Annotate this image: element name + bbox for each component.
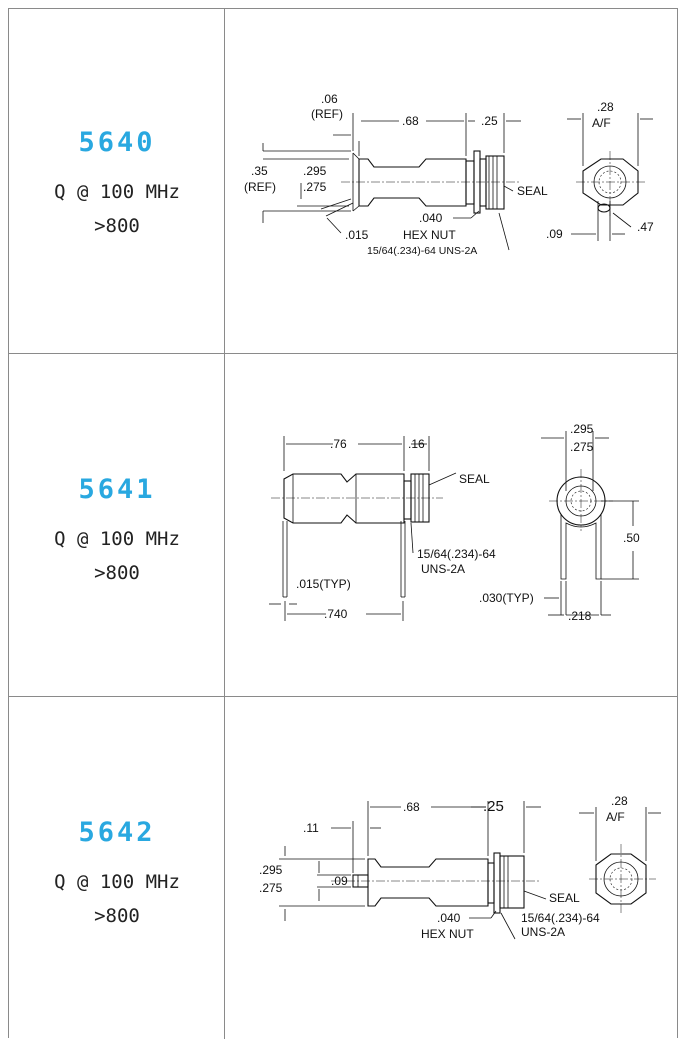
spec-table: 5640 Q @ 100 MHz >800 — [8, 8, 678, 1039]
dim-015typ: .015(TYP) — [296, 577, 351, 591]
drawing-5642: .68 .25 .11 .295 .275 .09 .040 HEX NUT 1… — [259, 794, 661, 941]
drawing-cell: .68 .25 .11 .295 .275 .09 .040 HEX NUT 1… — [225, 697, 677, 1039]
dim-ref1b: (REF) — [311, 107, 343, 121]
dim-09: .09 — [546, 227, 563, 241]
dim-47: .47 — [637, 220, 654, 234]
dim-040: .040 — [419, 211, 443, 225]
drawing-5640: .06 (REF) .68 .25 .35 (REF) .295 .275 .0… — [244, 92, 654, 257]
dim-length: .76 — [330, 437, 347, 451]
dim-030typ: .030(TYP) — [479, 591, 534, 605]
part-number: 5641 — [78, 474, 156, 505]
thread-label-2: UNS-2A — [421, 562, 465, 576]
dim-af-value: .28 — [597, 100, 614, 114]
hex-nut-label: HEX NUT — [421, 927, 474, 941]
table-row: 5640 Q @ 100 MHz >800 — [9, 9, 677, 354]
dim-length2: .16 — [408, 437, 425, 451]
hex-nut-label: HEX NUT — [403, 228, 456, 242]
part-info-cell: 5642 Q @ 100 MHz >800 — [9, 697, 225, 1039]
dim-50: .50 — [623, 531, 640, 545]
drawing-5641: .76 .16 SEAL 15/64(.234)-64 UNS-2A .015(… — [269, 422, 640, 623]
dim-length: .68 — [403, 800, 420, 814]
q-label: Q @ 100 MHz — [54, 528, 180, 550]
dim-35b: (REF) — [244, 180, 276, 194]
q-value: >800 — [94, 905, 140, 927]
table-row: 5642 Q @ 100 MHz >800 — [9, 697, 677, 1039]
dim-af-value: .28 — [611, 794, 628, 808]
table-row: 5641 Q @ 100 MHz >800 — [9, 354, 677, 697]
part-info-cell: 5640 Q @ 100 MHz >800 — [9, 9, 225, 353]
dim-740: .740 — [324, 607, 348, 621]
q-label: Q @ 100 MHz — [54, 871, 180, 893]
q-value: >800 — [94, 215, 140, 237]
seal-label: SEAL — [517, 184, 548, 198]
dim-295: .295 — [570, 422, 594, 436]
dim-11: .11 — [303, 821, 319, 835]
drawing-cell: .06 (REF) .68 .25 .35 (REF) .295 .275 .0… — [225, 9, 677, 353]
seal-label: SEAL — [549, 891, 580, 905]
dim-af: A/F — [592, 116, 611, 130]
dim-040: .040 — [437, 911, 461, 925]
thread-label-2: UNS-2A — [521, 925, 565, 939]
dim-295: .295 — [303, 164, 327, 178]
dim-015: .015 — [345, 228, 369, 242]
dim-09: .09 — [331, 874, 348, 888]
thread-label: 15/64(.234)-64 UNS-2A — [367, 245, 477, 257]
dim-275: .275 — [303, 180, 327, 194]
q-value: >800 — [94, 562, 140, 584]
part-info-cell: 5641 Q @ 100 MHz >800 — [9, 354, 225, 696]
dim-ref1: .06 — [321, 92, 338, 106]
seal-label: SEAL — [459, 472, 490, 486]
dim-35: .35 — [251, 164, 268, 178]
dim-275: .275 — [259, 881, 283, 895]
q-label: Q @ 100 MHz — [54, 181, 180, 203]
dim-218: .218 — [568, 609, 592, 623]
dim-length: .68 — [402, 114, 419, 128]
drawing-cell: .76 .16 SEAL 15/64(.234)-64 UNS-2A .015(… — [225, 354, 677, 696]
thread-label-1: 15/64(.234)-64 — [521, 911, 600, 925]
dim-275: .275 — [570, 440, 594, 454]
dim-af: A/F — [606, 810, 625, 824]
part-number: 5640 — [78, 127, 156, 158]
dim-295: .295 — [259, 863, 283, 877]
part-number: 5642 — [78, 817, 156, 848]
dim-length2: .25 — [481, 114, 498, 128]
dim-length2: .25 — [483, 798, 504, 815]
thread-label-1: 15/64(.234)-64 — [417, 547, 496, 561]
